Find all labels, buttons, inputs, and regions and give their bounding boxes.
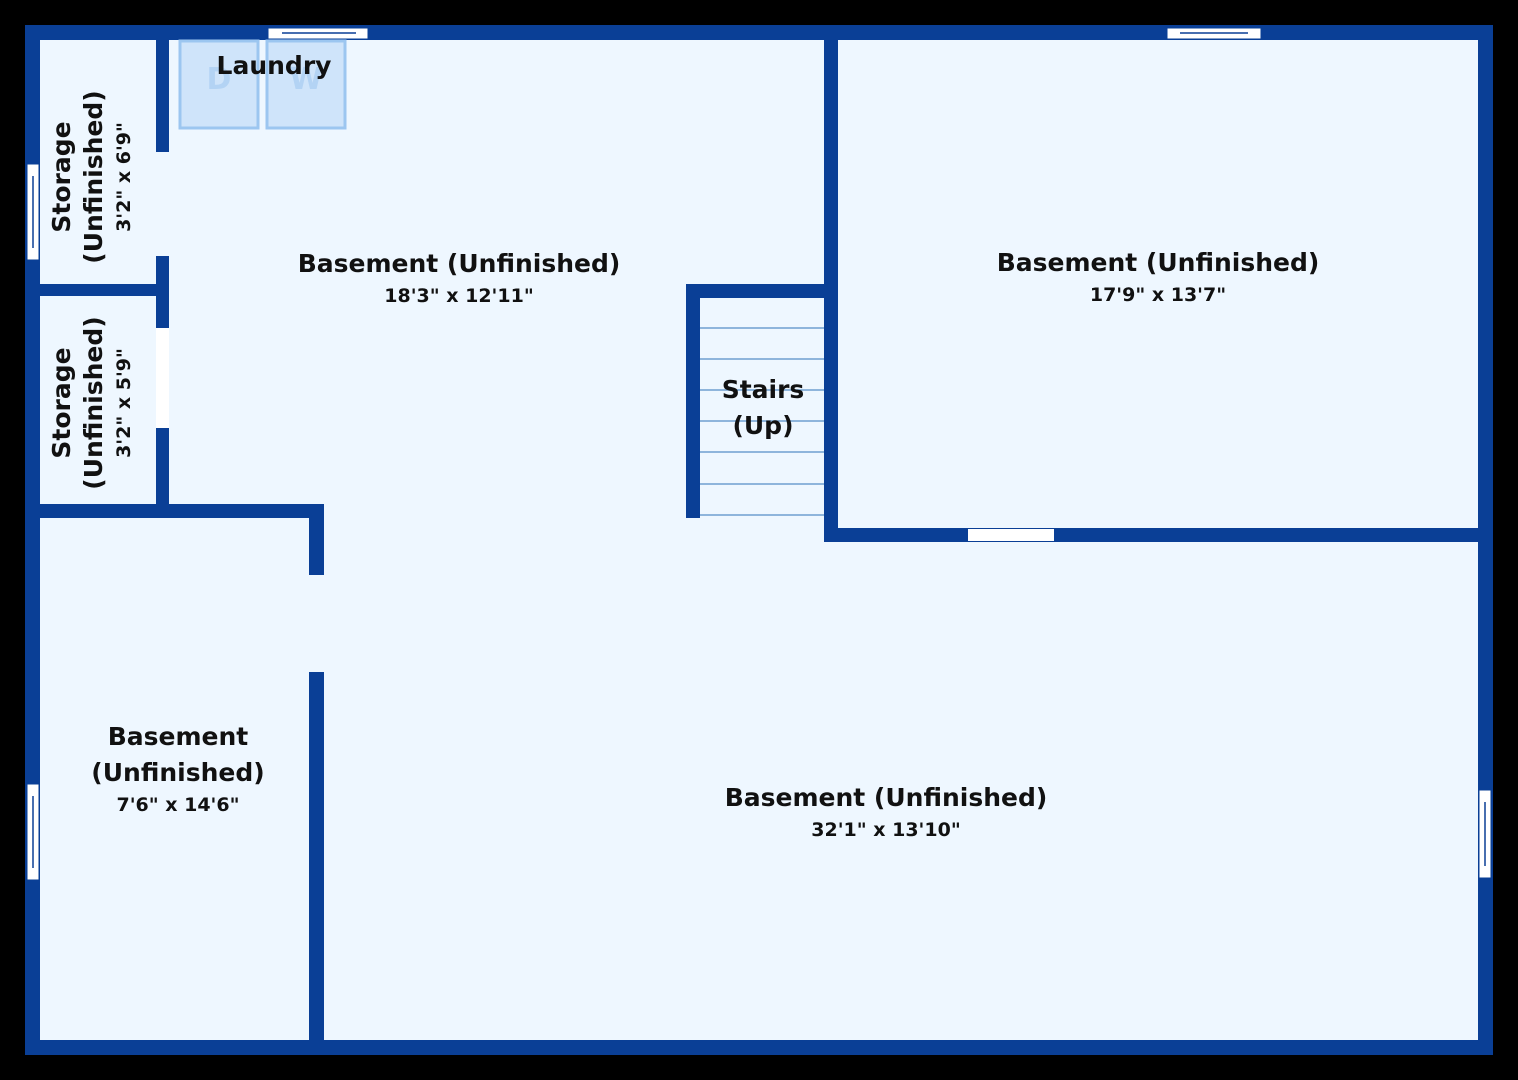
window-top-right [1166,27,1262,40]
washer-icon [265,39,347,130]
room-name: Basement (Unfinished) [724,783,1048,812]
room-name-line2: (Up) [732,411,794,440]
room-name-line1: Storage [47,121,76,233]
dryer-label: D [206,62,232,97]
windows [26,27,1492,881]
room-label-basement-top-middle: Basement (Unfinished) 18'3" x 12'11" [298,246,621,310]
room-name-line2: (Unfinished) [79,316,108,490]
room-name: Basement (Unfinished) [996,248,1320,277]
room-label-storage-bottom: Storage (Unfinished) 3'2" x 5'9" [46,316,138,489]
opening-storage-bottom [156,328,169,428]
room-dimensions: 32'1" x 13'10" [811,819,961,841]
stair-treads [700,327,824,516]
exterior-walls [25,25,1493,1055]
room-name-line2: (Unfinished) [91,758,265,787]
room-label-basement-bottom-left: Basement (Unfinished) 7'6" x 14'6" [91,719,264,819]
room-name-line1: Basement [107,722,249,751]
washer-label: W [289,62,323,97]
room-dimensions: 17'9" x 13'7" [1089,284,1227,306]
room-dimensions: 18'3" x 12'11" [384,285,534,307]
room-label-storage-top: Storage (Unfinished) 3'2" x 6'9" [46,90,138,263]
window-top-laundry [267,27,369,40]
window-left-storage [26,163,40,261]
opening-top-right-room [968,529,1054,541]
room-name-line2: (Unfinished) [79,90,108,264]
room-name-line1: Storage [47,347,76,459]
room-label-basement-bottom-right: Basement (Unfinished) 32'1" x 13'10" [725,780,1048,844]
room-label-laundry: Laundry [217,48,332,84]
room-name-line1: Stairs [721,375,805,404]
room-name: Basement (Unfinished) [297,249,621,278]
interior-walls [40,40,1493,1042]
room-name: Laundry [216,51,332,80]
laundry-appliances [178,39,347,130]
window-right-basement [1478,789,1492,879]
room-label-basement-top-right: Basement (Unfinished) 17'9" x 13'7" [997,245,1320,309]
room-dimensions: 3'2" x 6'9" [113,122,135,232]
room-dimensions: 3'2" x 5'9" [113,348,135,458]
room-label-stairs: Stairs (Up) [722,372,805,444]
dryer-icon [178,39,260,130]
room-dimensions: 7'6" x 14'6" [116,794,240,816]
window-left-basement [26,783,40,881]
